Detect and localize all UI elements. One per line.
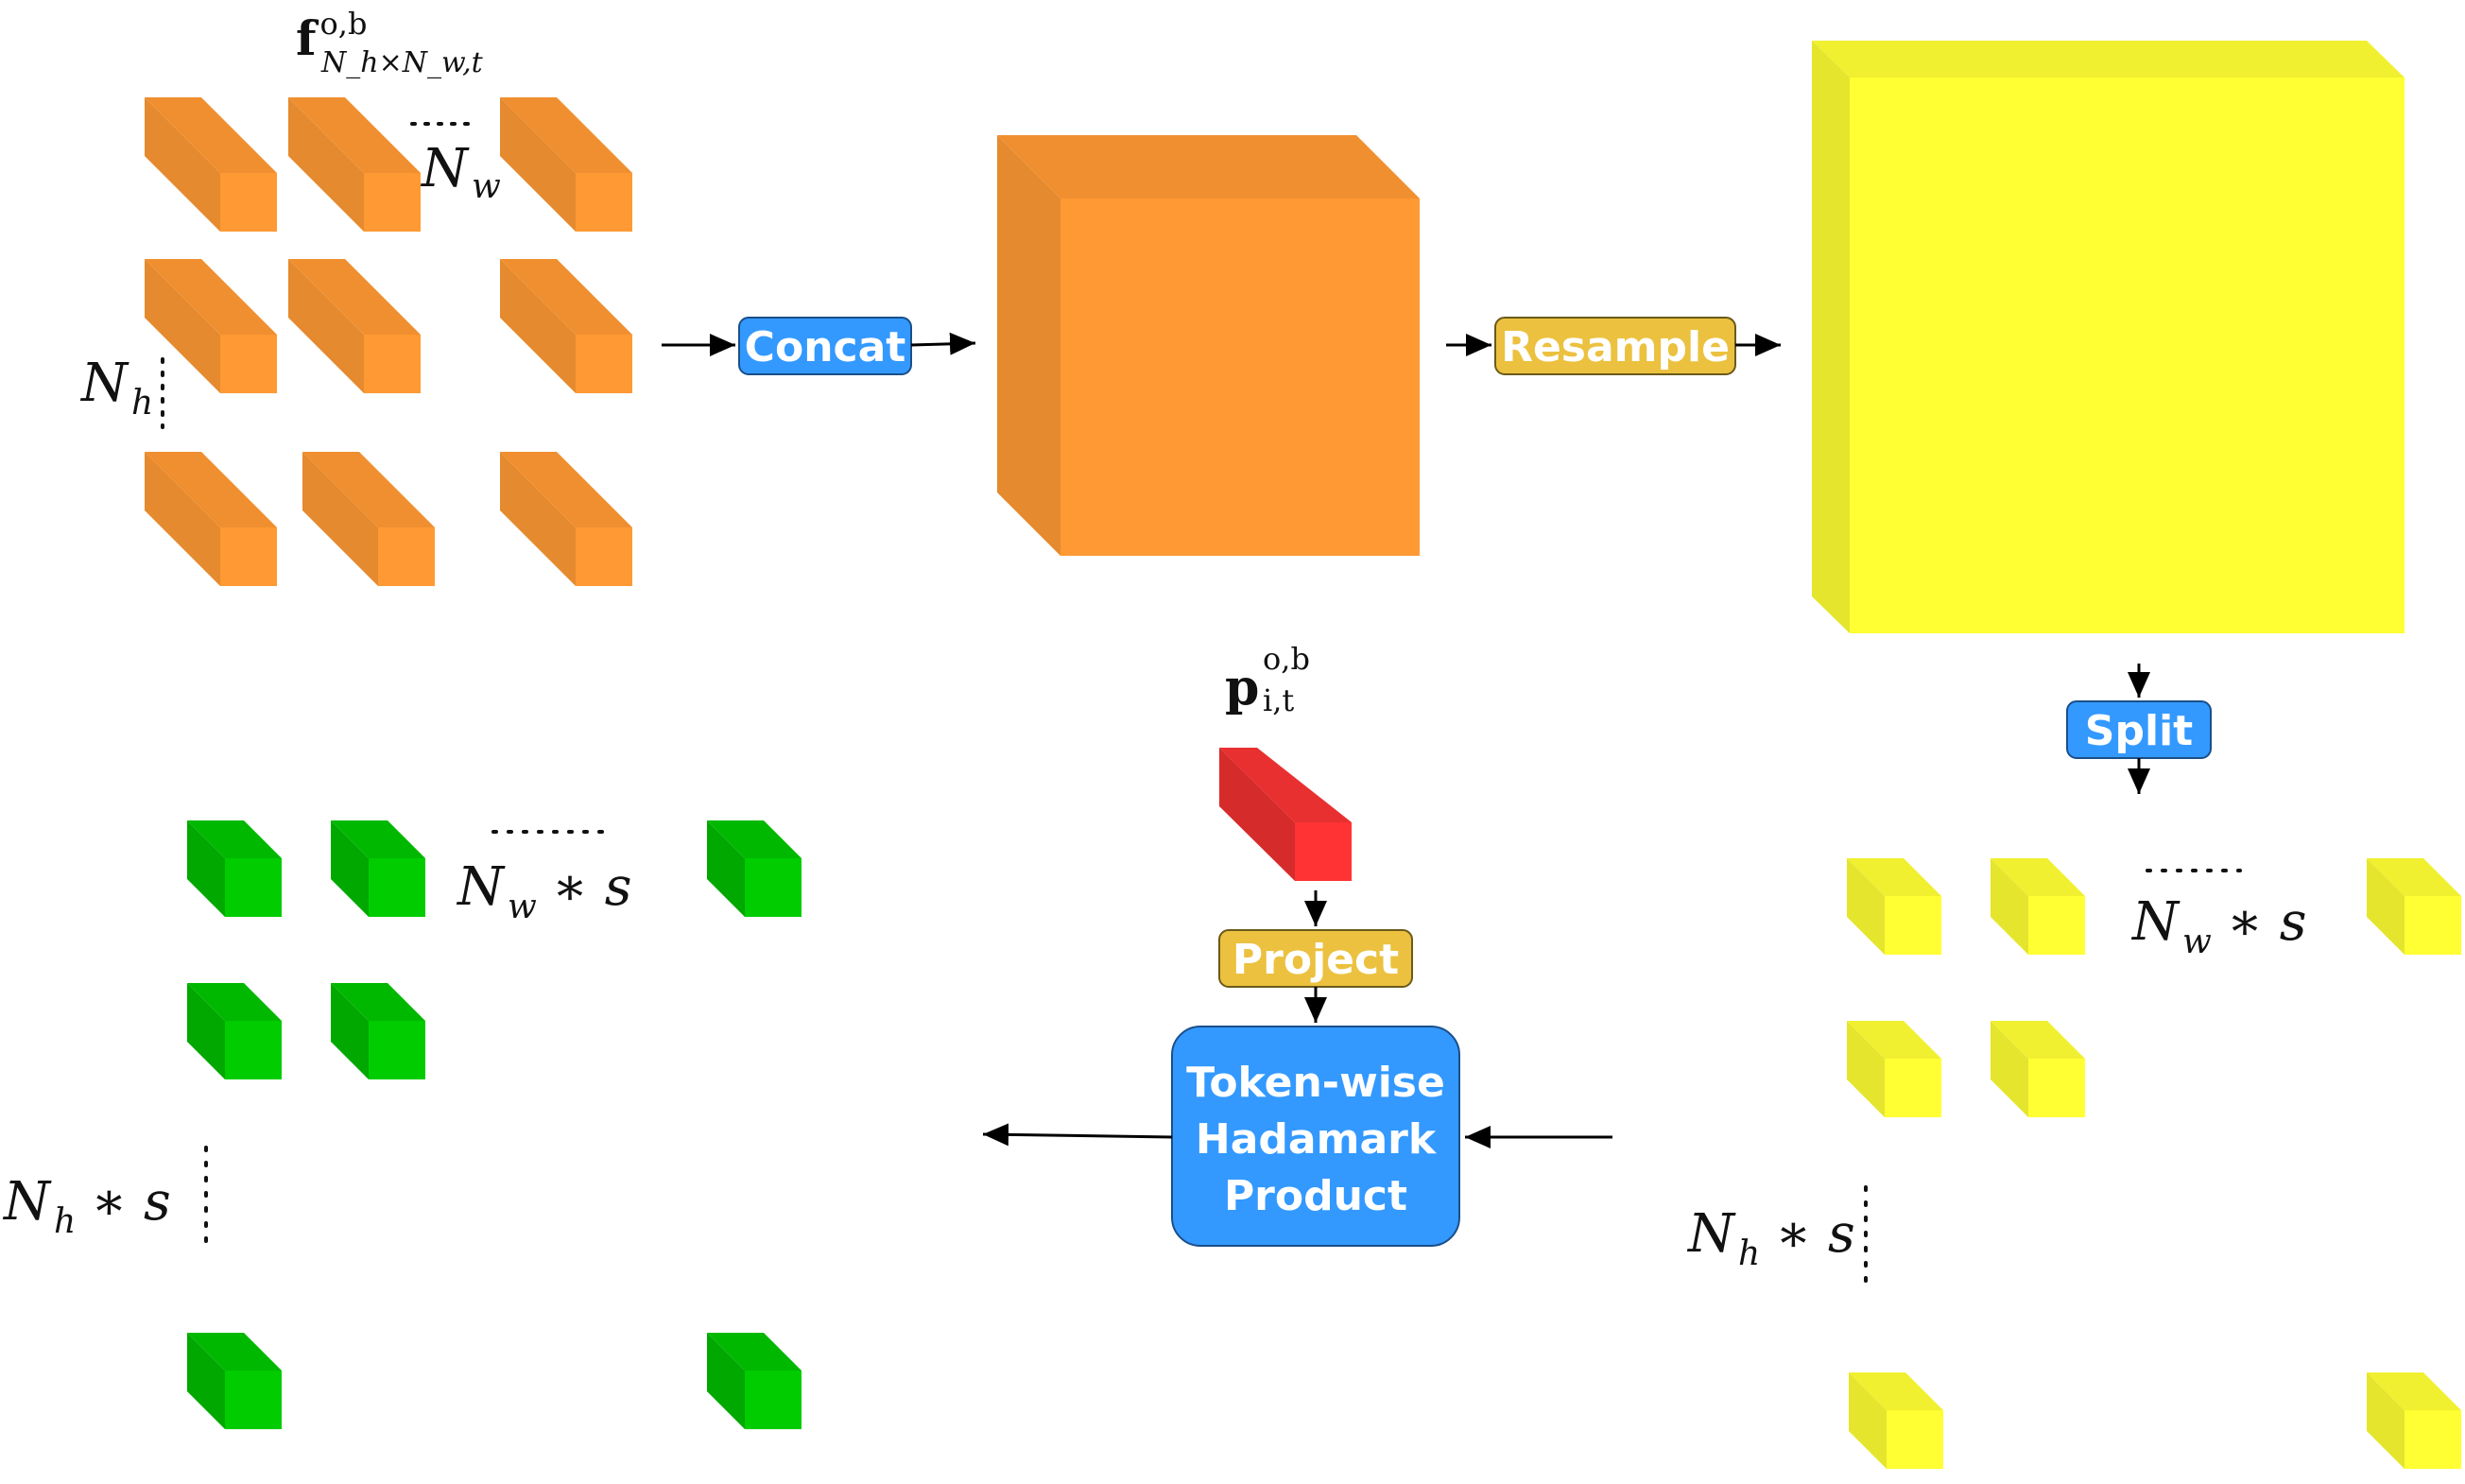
feature-subscript: N_h×N_w,t [320, 46, 484, 79]
prompt-label: p [1225, 659, 1259, 716]
orange-token-2-2 [500, 452, 632, 586]
yellow-token-3 [1847, 1021, 1941, 1117]
concat-button: Concat [738, 317, 912, 375]
yellow-token-0 [1847, 858, 1941, 955]
yellow-token-1 [1991, 858, 2085, 955]
green-nws-tail: ∗ s [552, 856, 632, 918]
green-token-3 [187, 983, 282, 1079]
yellow-token-4 [1991, 1021, 2085, 1117]
green-nhs-tail: ∗ s [91, 1171, 171, 1233]
prompt-subscript: i,t [1263, 682, 1294, 718]
yellow-nhs-base: N [1686, 1203, 1736, 1265]
yellow-token-6 [2367, 1372, 2461, 1469]
yellow-nhs-label: N h ∗ s [1686, 1203, 1855, 1273]
nw-label: N w [420, 138, 501, 206]
yellow-nhs-tail: ∗ s [1775, 1203, 1855, 1265]
nw-sub: w [472, 167, 501, 206]
hadamard-line3: Product [1224, 1172, 1407, 1220]
green-nws-base: N [456, 856, 506, 918]
green-token-5 [187, 1333, 282, 1429]
nh-base: N [79, 353, 129, 414]
orange-token-0-2 [500, 97, 632, 232]
feature-superscript: o,b [320, 6, 368, 42]
green-nhs-sub: h [54, 1202, 76, 1241]
concatenated-feature-cube [997, 135, 1420, 556]
orange-token-1-2 [500, 259, 632, 393]
green-token-2 [707, 820, 802, 917]
prompt-token-cube [1219, 748, 1352, 881]
nh-label: N h [79, 353, 153, 423]
yellow-token-grid [1847, 858, 2461, 1469]
project-button: Project [1218, 929, 1413, 988]
green-token-1 [331, 820, 425, 917]
hadamard-product-block: Token-wise Hadamark Product [1171, 1026, 1460, 1247]
nh-sub: h [131, 384, 153, 423]
green-nws-label: N w ∗ s [456, 856, 631, 926]
resample-button: Resample [1494, 317, 1736, 375]
green-nws-sub: w [508, 888, 537, 926]
green-nhs-label: N h ∗ s [2, 1171, 171, 1241]
arrow-from-concat [910, 332, 976, 355]
green-token-grid [187, 820, 802, 1429]
green-token-4 [331, 983, 425, 1079]
green-nhs-base: N [2, 1171, 52, 1233]
hadamard-line2: Hadamark [1196, 1115, 1438, 1164]
orange-token-0-0 [145, 97, 277, 232]
nw-base: N [420, 138, 470, 199]
yellow-token-2 [2367, 858, 2461, 955]
yellow-nhs-sub: h [1738, 1234, 1760, 1273]
split-label: Split [2085, 707, 2193, 755]
arrow-out-of-hadamard [982, 1123, 1173, 1147]
yellow-nws-tail: ∗ s [2227, 891, 2307, 953]
green-token-6 [707, 1333, 802, 1429]
yellow-nws-sub: w [2182, 923, 2212, 961]
hadamard-line1: Token-wise [1186, 1059, 1445, 1107]
prompt-superscript: o,b [1263, 641, 1310, 677]
yellow-nws-base: N [2130, 891, 2181, 953]
green-token-0 [187, 820, 282, 917]
resample-label: Resample [1501, 323, 1730, 371]
feature-symbol: f [296, 10, 319, 66]
split-button: Split [2066, 700, 2212, 759]
orange-token-2-1 [302, 452, 435, 586]
orange-token-1-0 [145, 259, 277, 393]
orange-token-grid [145, 97, 632, 586]
feature-label: f o,b [296, 6, 367, 66]
concat-label: Concat [745, 323, 906, 371]
project-label: Project [1232, 936, 1399, 984]
orange-token-2-0 [145, 452, 277, 586]
prompt-symbol: p [1225, 659, 1259, 716]
orange-token-0-1 [288, 97, 421, 232]
yellow-token-5 [1849, 1372, 1943, 1469]
orange-token-1-1 [288, 259, 421, 393]
yellow-nws-label: N w ∗ s [2130, 891, 2306, 961]
resampled-feature-cube [1812, 41, 2405, 633]
